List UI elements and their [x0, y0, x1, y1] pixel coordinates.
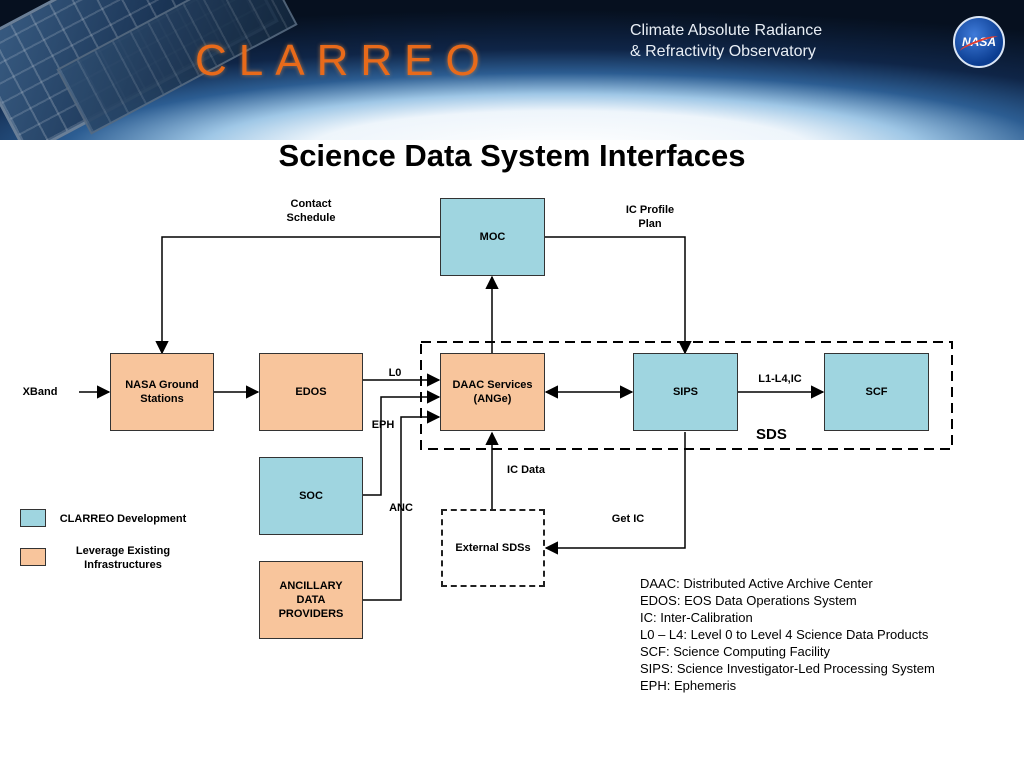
label-xband: XBand — [22, 386, 58, 398]
node-nasa-ground-stations: NASA Ground Stations — [110, 353, 214, 431]
legend-swatch-leverage-existing — [20, 548, 46, 566]
legend-label-leverage-existing: Leverage Existing Infrastructures — [75, 545, 171, 571]
legend-label-clarreo-development: CLARREO Development — [59, 513, 187, 525]
acronym-item: IC: Inter-Calibration — [640, 610, 753, 625]
legend-swatch-clarreo-development — [20, 509, 46, 527]
node-external-sdss: External SDSs — [441, 509, 545, 587]
acronym-item: EPH: Ephemeris — [640, 678, 737, 693]
header-banner: CLARREO Climate Absolute Radiance & Refr… — [0, 0, 1024, 140]
label-ic-profile-plan: IC Profile Plan — [625, 204, 675, 230]
node-daac-services: DAAC Services (ANGe) — [440, 353, 545, 431]
node-moc: MOC — [440, 198, 545, 276]
label-l0: L0 — [388, 367, 402, 379]
acronym-item: SIPS: Science Investigator-Led Processin… — [640, 661, 935, 676]
acronym-item: SCF: Science Computing Facility — [640, 644, 831, 659]
observatory-name: Climate Absolute Radiance & Refractivity… — [630, 20, 822, 62]
acronym-item: EDOS: EOS Data Operations System — [640, 593, 857, 608]
label-ic-data: IC Data — [507, 464, 545, 476]
observatory-name-line2: & Refractivity Observatory — [630, 43, 816, 60]
acronym-item: DAAC: Distributed Active Archive Center — [640, 576, 873, 591]
sds-group-label: SDS — [756, 426, 787, 443]
observatory-name-line1: Climate Absolute Radiance — [630, 22, 823, 39]
slide-title: Science Data System Interfaces — [278, 138, 746, 173]
acronym-list: DAAC: Distributed Active Archive Center … — [640, 575, 935, 694]
label-contact-schedule: Contact Schedule — [286, 198, 336, 224]
edge-ic-profile-plan — [544, 236, 692, 355]
node-edos: EDOS — [259, 353, 363, 431]
edge-anc — [363, 410, 441, 601]
node-soc: SOC — [259, 457, 363, 535]
nasa-logo: NASA — [953, 16, 1005, 68]
label-anc: ANC — [389, 502, 413, 514]
clarreo-logo-text: CLARREO — [195, 36, 492, 85]
label-eph: EPH — [371, 419, 395, 431]
label-get-ic: Get IC — [611, 513, 645, 525]
edge-contact-schedule — [155, 236, 440, 355]
edge-eph — [363, 390, 441, 496]
label-l1-l4-ic: L1-L4,IC — [758, 373, 802, 385]
node-scf: SCF — [824, 353, 929, 431]
acronym-item: L0 – L4: Level 0 to Level 4 Science Data… — [640, 627, 929, 642]
edge-get-ic — [544, 432, 686, 555]
node-sips: SIPS — [633, 353, 738, 431]
node-ancillary-data-providers: ANCILLARY DATA PROVIDERS — [259, 561, 363, 639]
